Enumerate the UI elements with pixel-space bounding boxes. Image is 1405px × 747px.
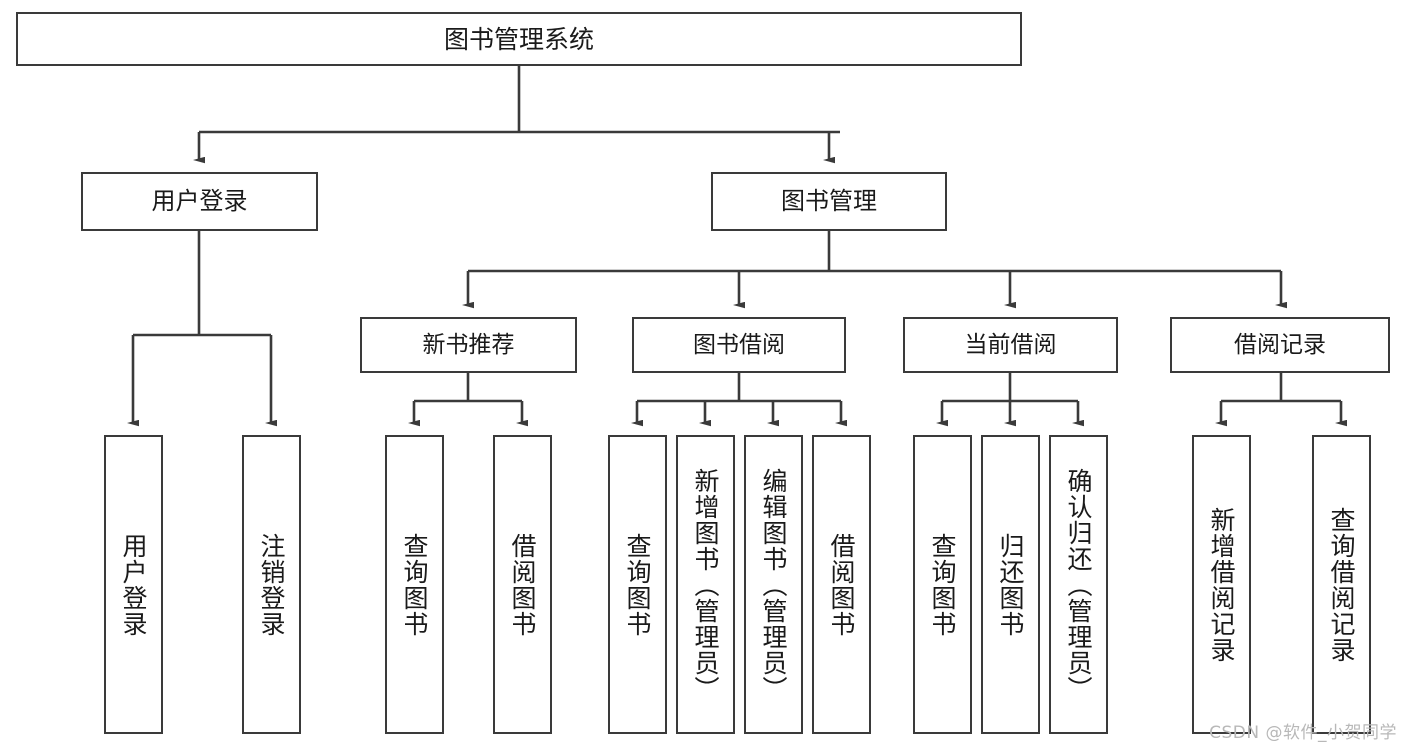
connector-newbook-to-leaves [408,373,528,427]
leaf-user-login[interactable]: 用户登录 [104,435,163,734]
node-label: 当前借阅 [964,331,1057,358]
node-label: 图书借阅 [693,331,785,358]
node-book-management[interactable]: 图书管理 [711,172,947,231]
leaf-edit-book-admin[interactable]: 编辑图书（管理员） [744,435,803,734]
node-label: 新增借阅记录 [1207,506,1236,663]
node-label: 查询图书 [928,532,957,637]
connector-record-to-leaves [1215,373,1347,427]
node-label: 查询图书 [623,532,652,637]
leaf-add-book-admin[interactable]: 新增图书（管理员） [676,435,735,734]
leaf-confirm-return-admin[interactable]: 确认归还（管理员） [1049,435,1108,734]
node-label: 图书管理 [781,186,877,215]
leaf-logout[interactable]: 注销登录 [242,435,301,734]
node-borrow-record[interactable]: 借阅记录 [1170,317,1390,373]
connector-bookmgmt-to-level3 [462,231,1287,309]
leaf-query-book-current[interactable]: 查询图书 [913,435,972,734]
connector-root-to-level2 [193,66,840,164]
node-user-login[interactable]: 用户登录 [81,172,318,231]
node-label: 确认归还（管理员） [1064,467,1093,702]
connector-userlogin-to-leaves [127,231,277,427]
leaf-return-book[interactable]: 归还图书 [981,435,1040,734]
node-label: 图书管理系统 [443,24,594,54]
node-label: 查询借阅记录 [1327,506,1356,663]
node-label: 查询图书 [400,532,429,637]
node-new-book-recommend[interactable]: 新书推荐 [360,317,577,373]
node-label: 新书推荐 [422,331,515,358]
node-root-system[interactable]: 图书管理系统 [16,12,1022,66]
connector-borrow-to-leaves [631,373,847,427]
node-label: 借阅图书 [508,532,537,637]
leaf-borrow-book-recommend[interactable]: 借阅图书 [493,435,552,734]
node-label: 用户登录 [151,186,248,215]
node-label: 归还图书 [996,532,1025,637]
node-label: 注销登录 [257,532,286,637]
node-book-borrow[interactable]: 图书借阅 [632,317,846,373]
node-label: 编辑图书（管理员） [759,467,788,702]
connector-current-to-leaves [936,373,1084,427]
node-label: 借阅记录 [1234,331,1326,358]
node-label: 借阅图书 [827,532,856,637]
node-label: 用户登录 [119,532,148,637]
leaf-borrow-book[interactable]: 借阅图书 [812,435,871,734]
leaf-add-borrow-record[interactable]: 新增借阅记录 [1192,435,1251,734]
node-current-borrow[interactable]: 当前借阅 [903,317,1118,373]
leaf-query-book-borrow[interactable]: 查询图书 [608,435,667,734]
leaf-query-book-recommend[interactable]: 查询图书 [385,435,444,734]
node-label: 新增图书（管理员） [691,467,720,702]
leaf-query-borrow-record[interactable]: 查询借阅记录 [1312,435,1371,734]
